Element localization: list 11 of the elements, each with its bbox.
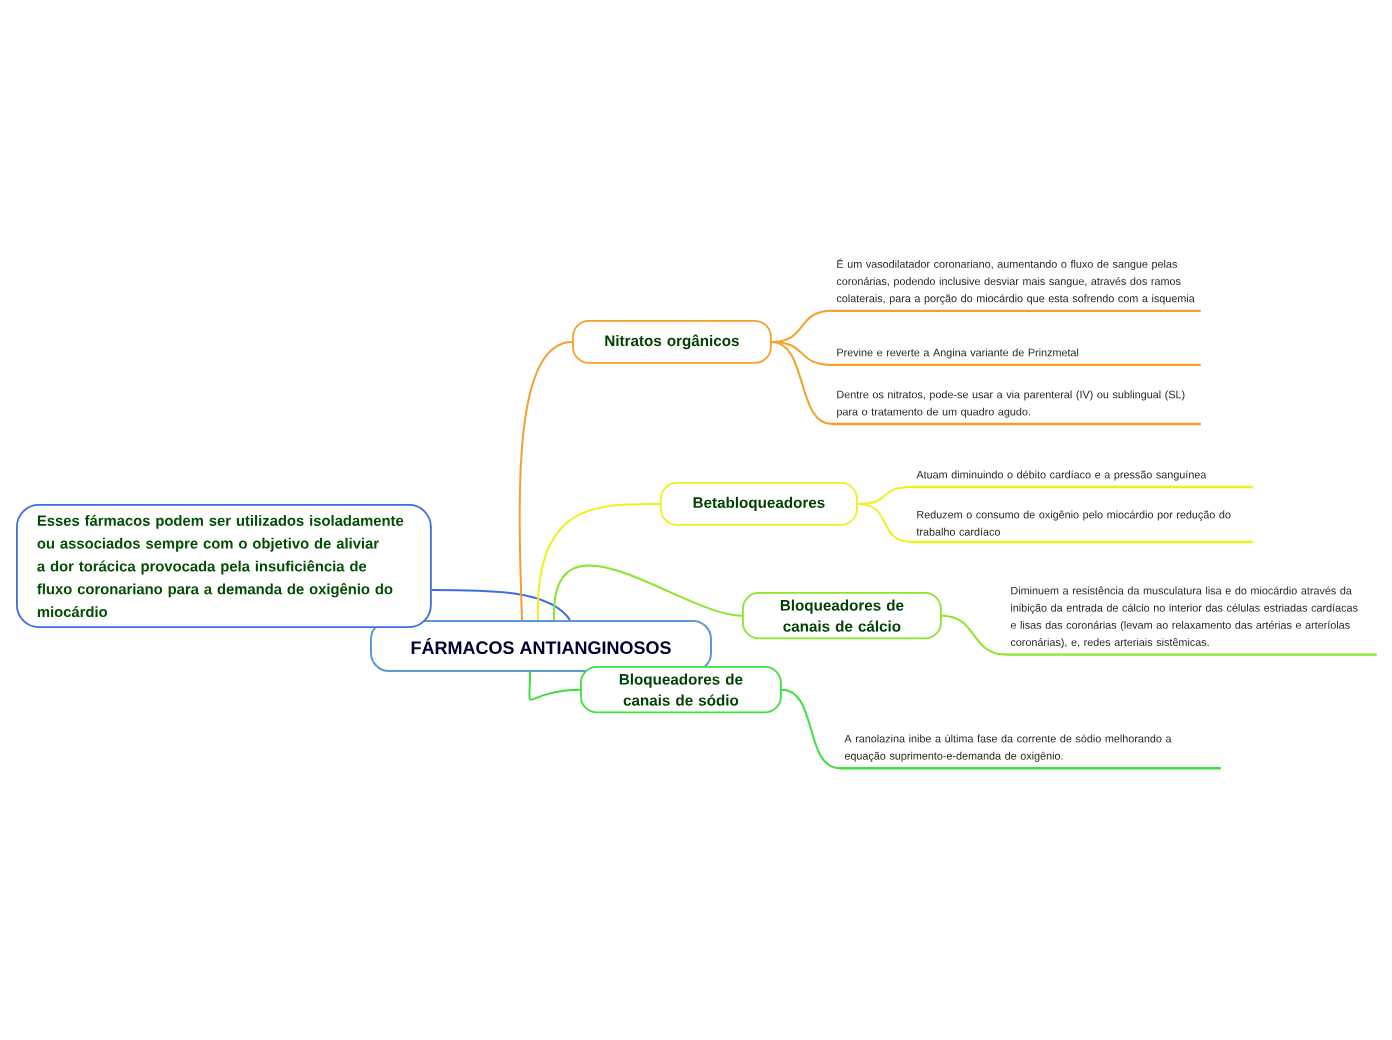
connector-line	[528, 671, 581, 701]
connector-line	[430, 589, 571, 621]
connector-line	[553, 564, 743, 621]
connector-line	[780, 688, 841, 770]
connector-line	[940, 614, 1007, 656]
connector-line	[856, 502, 913, 544]
central-topic-box: FÁRMACOS ANTIANGINOSOS	[370, 620, 712, 672]
connector-line	[518, 340, 573, 621]
connector-line	[770, 340, 833, 366]
connector-line	[537, 502, 661, 621]
connector-line	[770, 340, 833, 426]
